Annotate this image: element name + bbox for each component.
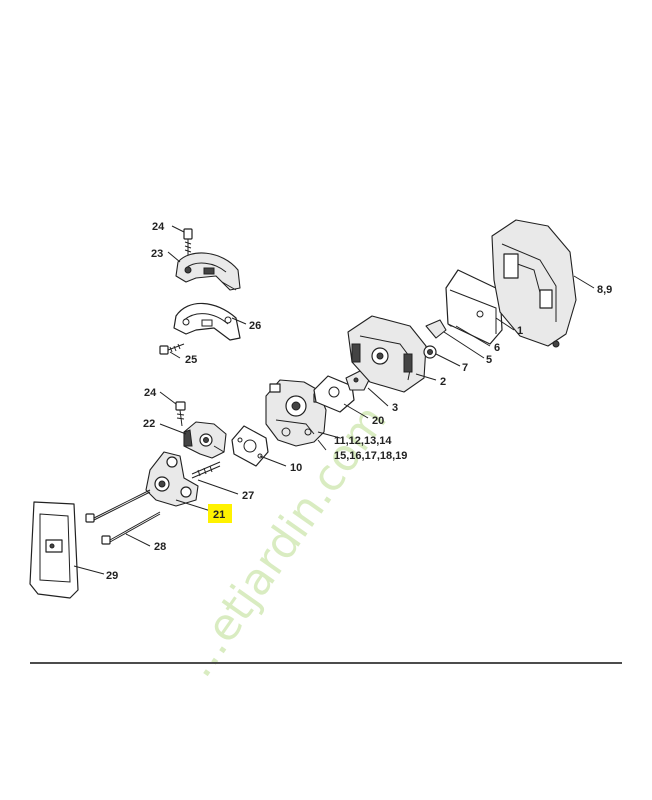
- part-10-gasket: [231, 425, 269, 467]
- part-28-bolts: [85, 489, 161, 545]
- highlight-21: [208, 504, 232, 523]
- part-27-stud: [191, 461, 221, 479]
- label-11-14: 11,12,13,14: [334, 435, 392, 447]
- part-23-cover: [175, 252, 241, 291]
- label-3: 3: [392, 402, 398, 414]
- label-29: 29: [106, 570, 118, 582]
- part-20-gasket: [313, 375, 355, 413]
- label-5: 5: [486, 354, 492, 366]
- label-26: 26: [249, 320, 261, 332]
- label-27: 27: [242, 490, 254, 502]
- label-28: 28: [154, 541, 166, 553]
- part-24-screw-upper: [183, 228, 193, 255]
- part-5-spring: [425, 319, 447, 339]
- label-25: 25: [185, 354, 197, 366]
- part-2-filter-base: [347, 315, 427, 393]
- label-2: 2: [440, 376, 446, 388]
- label-1: 1: [517, 325, 523, 337]
- part-7-clip: [423, 345, 437, 359]
- label-21: 21: [213, 509, 225, 521]
- part-1-filter: [445, 269, 503, 345]
- part-21-carb-support: [145, 451, 199, 507]
- part-25-screw: [159, 343, 185, 355]
- label-20: 20: [372, 415, 384, 427]
- label-15-19: 15,16,17,18,19: [334, 450, 407, 462]
- part-8-9-cover: [491, 219, 577, 348]
- part-22-manifold: [183, 421, 227, 459]
- label-7: 7: [462, 362, 468, 374]
- part-26-gasket: [173, 302, 241, 341]
- label-6: 6: [494, 342, 500, 354]
- label-10: 10: [290, 462, 302, 474]
- label-23: 23: [151, 248, 163, 260]
- label-22: 22: [143, 418, 155, 430]
- label-8-9: 8,9: [597, 284, 612, 296]
- label-24-lower: 24: [144, 387, 157, 399]
- part-24-screw-lower: [175, 401, 186, 427]
- part-29-shield: [29, 501, 79, 599]
- label-24-upper: 24: [152, 221, 165, 233]
- leader-lines: [73, 225, 595, 575]
